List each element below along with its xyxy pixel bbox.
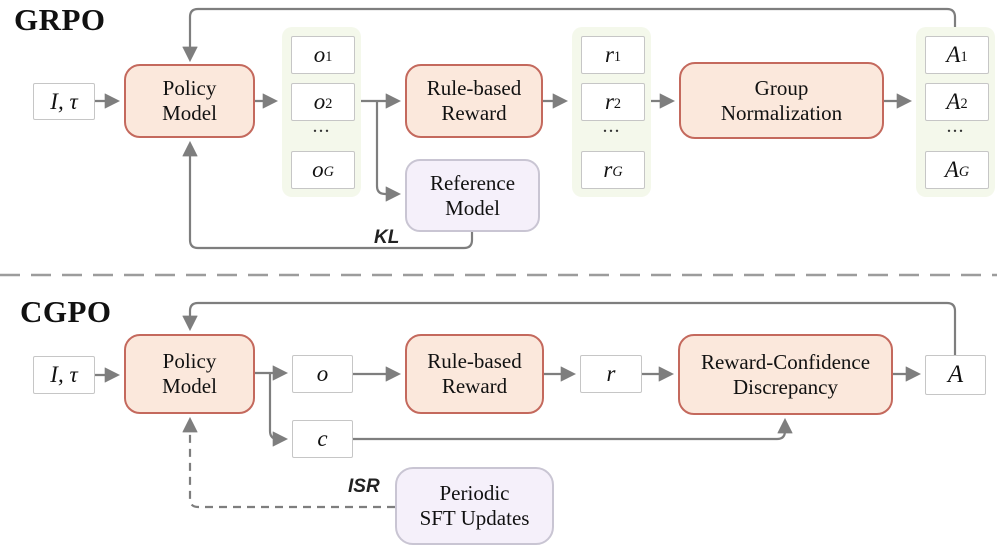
grpo-input-box: I, τ [33,83,95,120]
grpo-group-normalization-label: Group Normalization [720,75,843,125]
grpo-group-normalization-box: Group Normalization [679,62,884,139]
grpo-reference-model-box: Reference Model [405,159,540,232]
cgpo-periodic-sft-updates-label: Periodic SFT Updates [419,481,530,530]
cgpo-input-box: I, τ [33,356,95,394]
cgpo-output-label: o [316,361,329,386]
cgpo-advantage-box: A [925,355,986,395]
grpo-policy-model-box: Policy Model [124,64,255,138]
cgpo-policy-to-c-arrow [268,373,289,447]
cgpo-section-title: CGPO [20,294,112,329]
grpo-o1-label: o [313,42,326,67]
cgpo-confidence-box: c [292,420,353,458]
cgpo-policy-model-label: Policy Model [162,349,217,398]
grpo-section-title: GRPO [14,2,106,37]
cgpo-rule-based-reward-label: Rule-based Reward [427,349,522,398]
grpo-r-ellipsis: ... [602,115,621,137]
grpo-kl-label: KL [374,227,400,248]
cgpo-reward-confidence-discrepancy-label: Reward-Confidence Discrepancy [700,349,871,399]
cgpo-advantage-label: A [947,361,964,388]
cgpo-reward-confidence-discrepancy-box: Reward-Confidence Discrepancy [678,334,893,415]
grpo-AG-label: A [944,157,959,182]
grpo-rule-based-reward-box: Rule-based Reward [405,64,543,138]
grpo-feedback-arrow [182,7,957,63]
cgpo-confidence-label: c [317,426,328,451]
cgpo-rule-based-reward-box: Rule-based Reward [405,334,544,414]
grpo-r2-label: r [604,89,614,114]
cgpo-input-label: I, τ [50,362,78,387]
grpo-A1-label: A [946,42,961,67]
cgpo-periodic-sft-updates-box: Periodic SFT Updates [395,467,554,545]
grpo-rG-label: r [603,157,613,182]
grpo-oG-label: o [312,157,324,182]
cgpo-c-to-rcd-arrow [353,417,793,441]
cgpo-feedback-arrow [182,301,957,355]
grpo-A-ellipsis: ... [946,115,965,137]
cgpo-isr-label: ISR [348,476,380,497]
cgpo-reward-box: r [580,355,642,393]
cgpo-policy-model-box: Policy Model [124,334,255,414]
grpo-ostack-to-reference-arrow [375,101,402,202]
grpo-input-label: I, τ [50,88,78,114]
cgpo-reward-label: r [606,361,616,386]
grpo-A2-label: A [946,89,961,114]
grpo-r1-label: r [604,42,614,67]
cgpo-output-box: o [292,355,353,393]
grpo-policy-model-label: Policy Model [162,76,217,125]
grpo-o-ellipsis: ... [312,115,331,137]
grpo-reference-model-label: Reference Model [429,170,516,220]
grpo-o2-label: o [313,89,326,114]
cgpo-isr-dashed-arrow [182,416,395,509]
grpo-rule-based-reward-label: Rule-based Reward [426,76,522,125]
grpo-kl-feedback-arrow [182,140,474,250]
